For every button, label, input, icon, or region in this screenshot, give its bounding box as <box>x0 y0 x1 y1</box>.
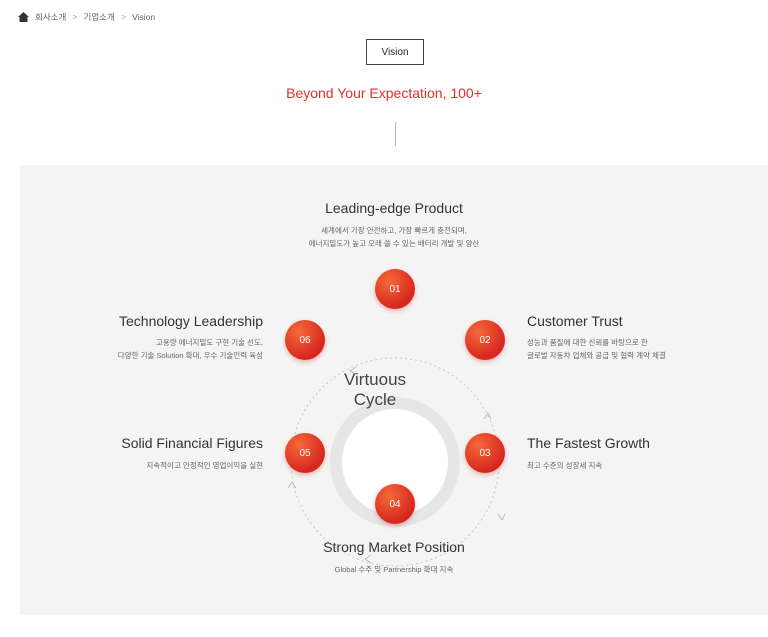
step-title-03: The Fastest Growth <box>527 435 650 451</box>
center-label: Virtuous Cycle <box>295 370 455 410</box>
breadcrumb-item-company[interactable]: 회사소개 <box>35 12 67 22</box>
arrow-icon <box>483 412 492 420</box>
step-desc-01: 세계에서 가장 안전하고, 가장 빠르게 충전되며, 에너지밀도가 높고 오래 … <box>244 224 544 250</box>
step-node-03[interactable]: 03 <box>465 433 505 473</box>
step-node-02[interactable]: 02 <box>465 320 505 360</box>
step-desc-03: 최고 수준의 성장세 지속 <box>527 459 602 472</box>
home-icon[interactable] <box>18 12 29 22</box>
step-desc-line: Global 수주 및 Partnership 확대 지속 <box>334 565 454 574</box>
breadcrumb-separator: > <box>72 12 78 22</box>
step-desc-04: Global 수주 및 Partnership 확대 지속 <box>244 563 544 576</box>
step-desc-line: 고용량 에너지밀도 구현 기술 선도, <box>155 338 263 347</box>
center-line-1: Virtuous <box>343 370 407 389</box>
step-desc-06: 고용량 에너지밀도 구현 기술 선도, 다양한 기술 Solution 확대, … <box>20 336 263 362</box>
step-title-04: Strong Market Position <box>323 539 465 555</box>
arrow-icon <box>364 554 372 564</box>
step-node-05[interactable]: 05 <box>285 433 325 473</box>
step-desc-line: 최고 수준의 성장세 지속 <box>527 461 603 470</box>
step-desc-line: 글로벌 자동차 업체와 공급 및 협력 계약 체결 <box>527 351 666 360</box>
breadcrumb-item-vision: Vision <box>132 12 156 22</box>
step-node-06[interactable]: 06 <box>285 320 325 360</box>
step-title-02: Customer Trust <box>527 313 623 329</box>
step-desc-line: 지속적이고 안정적인 영업이익을 실현 <box>146 461 263 470</box>
step-title-05: Solid Financial Figures <box>121 435 263 451</box>
step-desc-05: 지속적이고 안정적인 영업이익을 실현 <box>20 459 263 472</box>
step-desc-line: 세계에서 가장 안전하고, 가장 빠르게 충전되며, <box>321 226 467 235</box>
vision-label: Vision <box>366 39 424 65</box>
arrow-icon <box>287 481 297 489</box>
breadcrumb: 회사소개 > 기업소개 > Vision <box>18 11 155 23</box>
divider-line <box>395 122 396 146</box>
arrow-icon <box>349 366 357 375</box>
step-title-06: Technology Leadership <box>119 313 263 329</box>
step-node-01[interactable]: 01 <box>375 269 415 309</box>
step-desc-02: 성능과 품질에 대한 신뢰를 바탕으로 한 글로벌 자동차 업체와 공급 및 협… <box>527 336 666 362</box>
step-desc-line: 성능과 품질에 대한 신뢰를 바탕으로 한 <box>527 338 648 347</box>
cycle-diagram <box>287 357 506 567</box>
center-ring-inner <box>342 409 448 515</box>
step-desc-line: 다양한 기술 Solution 확대, 우수 기술인력 육성 <box>117 351 263 360</box>
breadcrumb-item-about[interactable]: 기업소개 <box>83 12 115 22</box>
center-line-2: Cycle <box>353 390 397 409</box>
step-desc-line: 에너지밀도가 높고 오래 쓸 수 있는 배터리 개발 및 양산 <box>308 239 480 248</box>
arrow-icon <box>497 513 506 521</box>
step-title-01: Leading-edge Product <box>325 200 463 216</box>
breadcrumb-separator: > <box>120 12 127 22</box>
step-node-04[interactable]: 04 <box>375 484 415 524</box>
vision-panel: Virtuous Cycle 01 02 03 04 05 06 Leading… <box>20 165 768 615</box>
page-headline: Beyond Your Expectation, 100+ <box>286 85 482 101</box>
